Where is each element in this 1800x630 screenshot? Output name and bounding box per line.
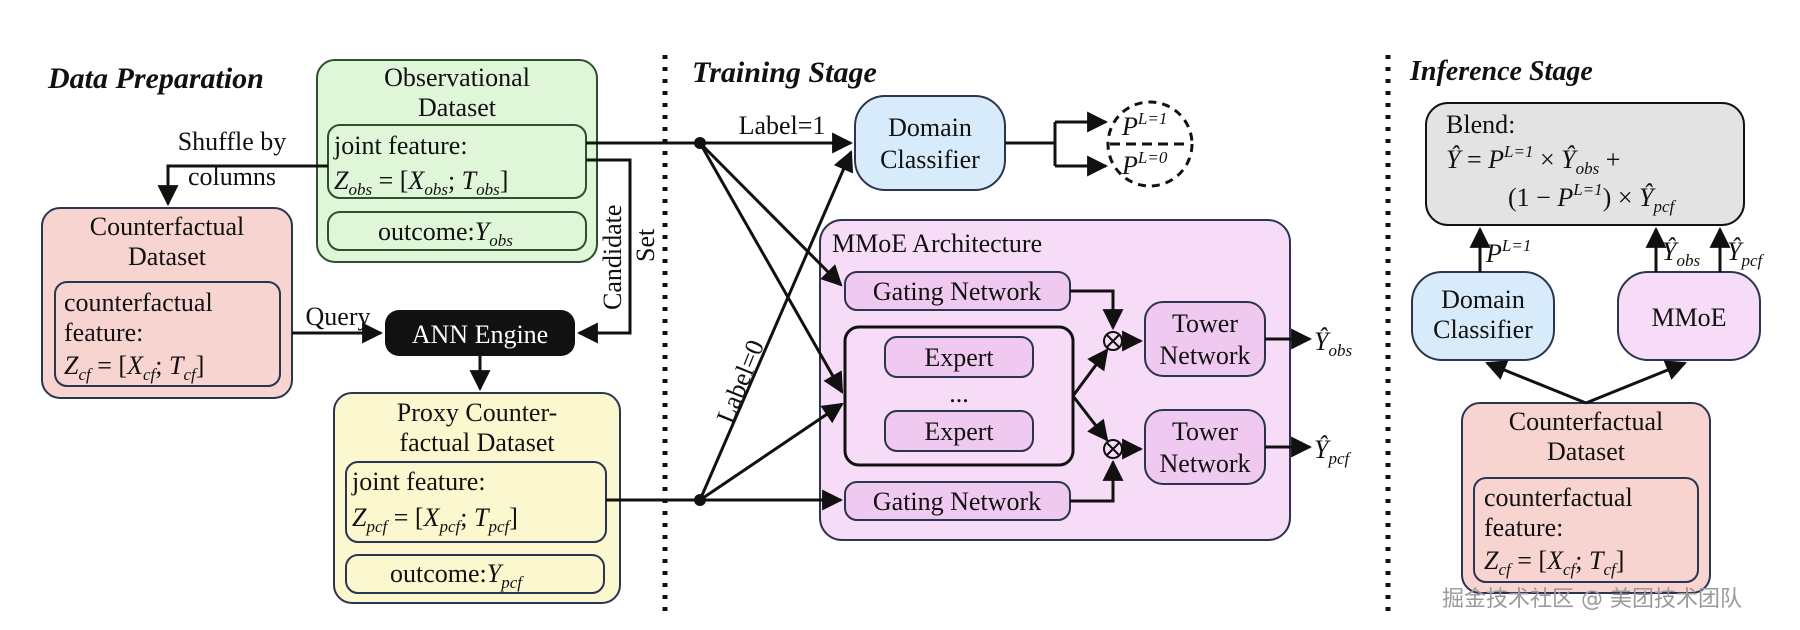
section-title-training-stage: Training Stage: [692, 56, 877, 89]
ann-engine-label: ANN Engine: [412, 320, 548, 349]
tower-network-top-line1: Tower: [1172, 309, 1238, 338]
inference-cf-feature-line1: counterfactual: [1484, 483, 1633, 512]
domain-classifier-line2: Classifier: [880, 145, 980, 174]
label-shuffle-line2: columns: [188, 162, 276, 191]
mmoe-inference: MMoE: [1617, 271, 1761, 361]
label-shuffle-line1: Shuffle by: [178, 127, 287, 156]
proxy-joint-label: joint feature:: [351, 467, 486, 496]
label-candidate: Candidate: [598, 205, 627, 310]
inference-cf-to-domain: [1485, 360, 1587, 405]
counterfactual-title-line2: Dataset: [128, 242, 207, 271]
p-l1-label: PL=1: [1121, 109, 1167, 141]
counterfactual-feature-formula: Zcf = [Xcf; Tcf]: [64, 351, 204, 384]
inference-cf-feature-line2: feature:: [1484, 513, 1563, 542]
tower-network-top-line2: Network: [1160, 341, 1251, 370]
inference-cf-to-mmoe: [1585, 360, 1687, 405]
inference-cf-title-line2: Dataset: [1547, 437, 1626, 466]
mmoe-title: MMoE Architecture: [832, 229, 1042, 258]
label-query: Query: [306, 302, 371, 331]
p-l0-label: PL=0: [1121, 148, 1168, 180]
experts-to-multiply-top: [1071, 348, 1109, 397]
counterfactual-title-line1: Counterfactual: [90, 212, 245, 241]
domain-classifier-inference: Domain Classifier: [1411, 271, 1555, 361]
counterfactual-dataset: Counterfactual Dataset counterfactual fe…: [41, 207, 293, 399]
blend-formula-line2: (1 − PL=1) × Ŷpcf: [1508, 180, 1676, 216]
gating-bottom-to-multiply: [1070, 459, 1124, 503]
experts-to-multiply-bottom: [1071, 395, 1109, 442]
inference-ypcf-label: Ŷpcf: [1727, 237, 1765, 270]
proxy-joint-formula: Zpcf = [Xpcf; Tpcf]: [352, 503, 518, 536]
label-set: Set: [631, 228, 660, 262]
node-top-to-gating-top: [698, 141, 843, 287]
domain-classifier-training: Domain Classifier: [854, 95, 1006, 191]
label-label1: Label=1: [739, 111, 826, 140]
tower-network-bottom-line2: Network: [1160, 449, 1251, 478]
shuffle-arrow: [157, 164, 328, 207]
blend-formula-line1: Ŷ = PL=1 × Ŷobs +: [1446, 142, 1620, 178]
ann-engine: ANN Engine: [385, 310, 575, 356]
domain-classifier-line1: Domain: [888, 113, 972, 142]
label-label0: Label=0: [711, 336, 770, 427]
gating-top-to-multiply: [1070, 289, 1124, 331]
proxy-title-line1: Proxy Counter-: [397, 398, 558, 427]
proxy-counterfactual-dataset: Proxy Counter- factual Dataset joint fea…: [333, 392, 621, 604]
expert-top: [884, 336, 1034, 378]
expert-bottom-label: Expert: [924, 417, 994, 446]
observational-title-line2: Dataset: [418, 93, 497, 122]
gating-network-top-label: Gating Network: [873, 277, 1041, 306]
gating-network-bottom-label: Gating Network: [873, 487, 1041, 516]
counterfactual-feature-line1: counterfactual: [64, 288, 213, 317]
y-pcf-output: Ŷpcf: [1314, 435, 1352, 468]
inference-domain-line1: Domain: [1441, 285, 1525, 314]
expert-bottom: [884, 410, 1034, 452]
observational-title-line1: Observational: [384, 63, 530, 92]
node-top-to-experts: [698, 142, 844, 394]
node-bottom-to-experts: [699, 402, 844, 502]
mmoe-architecture: MMoE Architecture Gating Network Gating …: [819, 219, 1291, 541]
inference-domain-line2: Classifier: [1433, 315, 1533, 344]
probability-circle: PL=1 PL=0: [1106, 100, 1194, 188]
counterfactual-feature-line2: feature:: [64, 318, 143, 347]
proxy-title-line2: factual Dataset: [399, 428, 555, 457]
blend-label: Blend:: [1446, 110, 1515, 139]
label0-arrow: [698, 150, 854, 501]
y-obs-output: Ŷobs: [1314, 327, 1352, 360]
expert-dots: ...: [949, 379, 969, 408]
watermark: 掘金技术社区 @ 美团技术团队: [1442, 587, 1742, 612]
inference-counterfactual-dataset: Counterfactual Dataset counterfactual fe…: [1461, 402, 1711, 594]
inference-yobs-label: Ŷobs: [1662, 237, 1700, 270]
inference-mmoe-label: MMoE: [1651, 303, 1726, 332]
tower-network-bottom-line1: Tower: [1172, 417, 1238, 446]
inference-cf-title-line1: Counterfactual: [1509, 407, 1664, 436]
inference-cf-feature-formula: Zcf = [Xcf; Tcf]: [1484, 546, 1624, 579]
observational-joint-label: joint feature:: [333, 131, 468, 160]
section-title-inference-stage: Inference Stage: [1409, 56, 1593, 87]
expert-top-label: Expert: [924, 343, 994, 372]
observational-dataset: Observational Dataset joint feature: Zob…: [316, 59, 598, 263]
candidate-set-arrow: [576, 158, 632, 344]
observational-joint-formula: Zobs = [Xobs; Tobs]: [334, 166, 508, 199]
blend-box: Blend: Ŷ = PL=1 × Ŷobs + (1 − PL=1) × Ŷp…: [1425, 102, 1745, 226]
section-title-data-preparation: Data Preparation: [47, 62, 264, 95]
inference-p-label: PL=1: [1485, 236, 1531, 268]
